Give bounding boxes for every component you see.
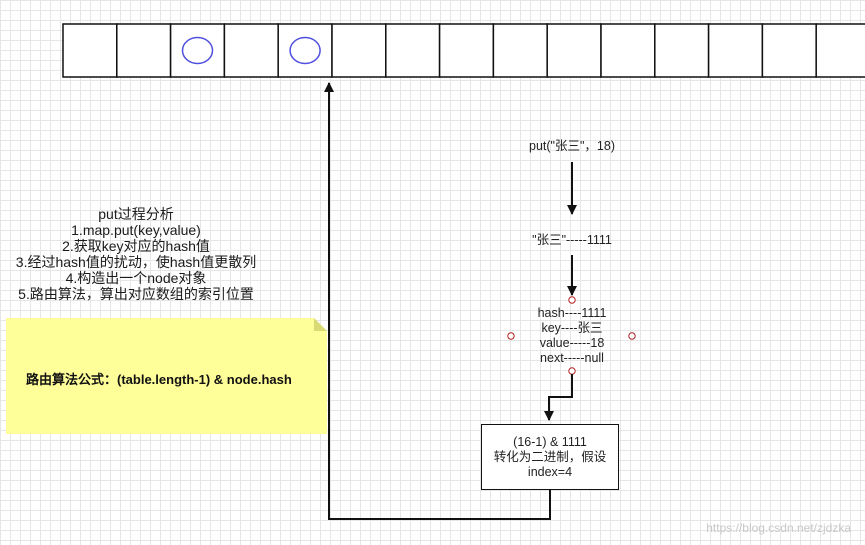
array-slot — [707, 23, 764, 78]
hash-table-array — [62, 23, 865, 78]
array-slot — [331, 23, 387, 78]
array-slot — [277, 23, 333, 78]
array-slot — [761, 23, 817, 78]
index-calculation-box: (16-1) & 1111 转化为二进制，假设 index=4 — [481, 424, 619, 490]
step-item: 2.获取key对应的hash值 — [62, 238, 210, 254]
routing-formula-note — [6, 318, 327, 434]
step-item: 4.构造出一个node对象 — [65, 270, 207, 286]
arrow-node-to-index-box — [544, 374, 573, 421]
node-handle-top — [568, 296, 576, 304]
node-value-line: value-----18 — [539, 336, 605, 350]
slot-occupied-marker — [289, 36, 321, 65]
array-slot — [385, 23, 441, 78]
index-box-line: (16-1) & 1111 — [513, 434, 587, 449]
step-item: 1.map.put(key,value) — [71, 222, 201, 238]
array-slot — [546, 23, 602, 78]
routing-formula-text: 路由算法公式：(table.length-1) & node.hash — [26, 372, 292, 387]
array-slot — [223, 23, 279, 78]
step-item: 3.经过hash值的扰动，使hash值更散列 — [15, 254, 257, 270]
array-slot — [116, 23, 172, 78]
array-slot — [815, 23, 865, 78]
steps-title: put过程分析 — [98, 206, 174, 222]
index-box-line: 转化为二进制，假设 — [493, 449, 607, 464]
put-call-label: put("张三"，18) — [529, 139, 615, 153]
node-handle-left — [507, 332, 515, 340]
arrow-index-box-to-slot — [324, 82, 551, 520]
put-process-steps: put过程分析 1.map.put(key,value) 2.获取key对应的h… — [0, 206, 272, 302]
hash-result-label: "张三"-----1111 — [532, 233, 612, 247]
node-hash-line: hash----1111 — [537, 306, 607, 320]
array-slot — [654, 23, 710, 78]
node-object: hash----1111 key----张三 value-----18 next… — [522, 306, 622, 366]
array-slot — [600, 23, 656, 78]
array-slot — [492, 23, 548, 78]
node-handle-right — [628, 332, 636, 340]
array-slot — [62, 23, 118, 78]
array-slot — [169, 23, 226, 78]
watermark: https://blog.csdn.net/zjdzka — [706, 521, 851, 535]
node-next-line: next-----null — [540, 351, 604, 365]
node-handle-bottom — [568, 367, 576, 375]
array-slot — [438, 23, 495, 78]
node-key-line: key----张三 — [541, 321, 603, 335]
index-box-line: index=4 — [527, 464, 573, 479]
step-item: 5.路由算法，算出对应数组的索引位置 — [18, 286, 254, 302]
slot-occupied-marker — [181, 36, 214, 65]
